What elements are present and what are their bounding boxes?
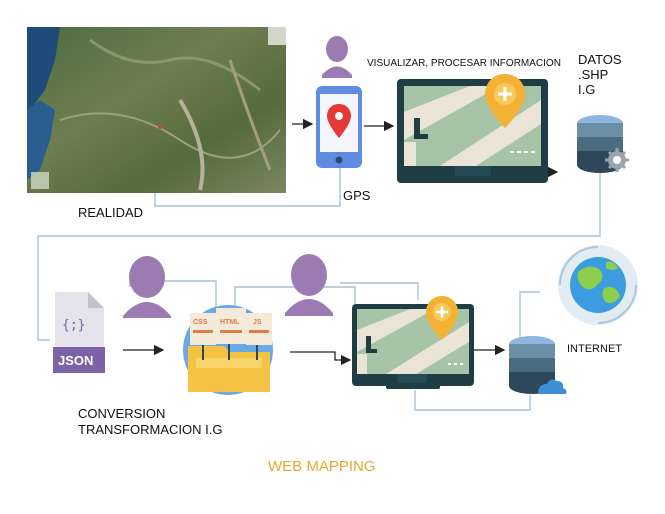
json-badge: JSON — [58, 353, 94, 368]
globe-icon — [558, 245, 638, 325]
database-icon-bottom — [509, 336, 567, 394]
monitor-bottom-icon — [352, 296, 474, 389]
label-datos-line2: .SHP — [578, 67, 609, 82]
label-datos-line3: I.G — [578, 82, 596, 97]
css-file-label: CSS — [193, 319, 208, 326]
label-datos: DATOS .SHP I.G — [578, 52, 622, 97]
person-icon-left — [123, 256, 171, 318]
label-realidad: REALIDAD — [78, 205, 144, 220]
diagram-title: WEB MAPPING — [268, 458, 376, 475]
person-icon-middle — [285, 254, 333, 316]
satellite-map-image — [27, 27, 286, 193]
label-conversion-line1: CONVERSION — [78, 406, 166, 421]
label-gps: GPS — [343, 188, 371, 203]
person-icon-top — [322, 36, 352, 78]
label-datos-line1: DATOS — [578, 52, 622, 67]
label-internet: INTERNET — [567, 343, 622, 355]
label-visualizar: VISUALIZAR, PROCESAR INFORMACION — [367, 58, 561, 69]
database-icon-top — [577, 115, 629, 173]
monitor-top-icon — [397, 74, 548, 183]
label-conversion: CONVERSION TRANSFORMACION I.G — [78, 406, 222, 438]
json-symbol: {;} — [62, 318, 86, 333]
label-conversion-line2: TRANSFORMACION I.G — [78, 422, 223, 437]
html-file-label: HTML — [220, 319, 240, 326]
gps-phone-icon — [316, 86, 362, 168]
web-files-folder-icon — [183, 305, 273, 395]
js-file-label: JS — [253, 319, 262, 326]
json-file-icon — [53, 292, 105, 373]
